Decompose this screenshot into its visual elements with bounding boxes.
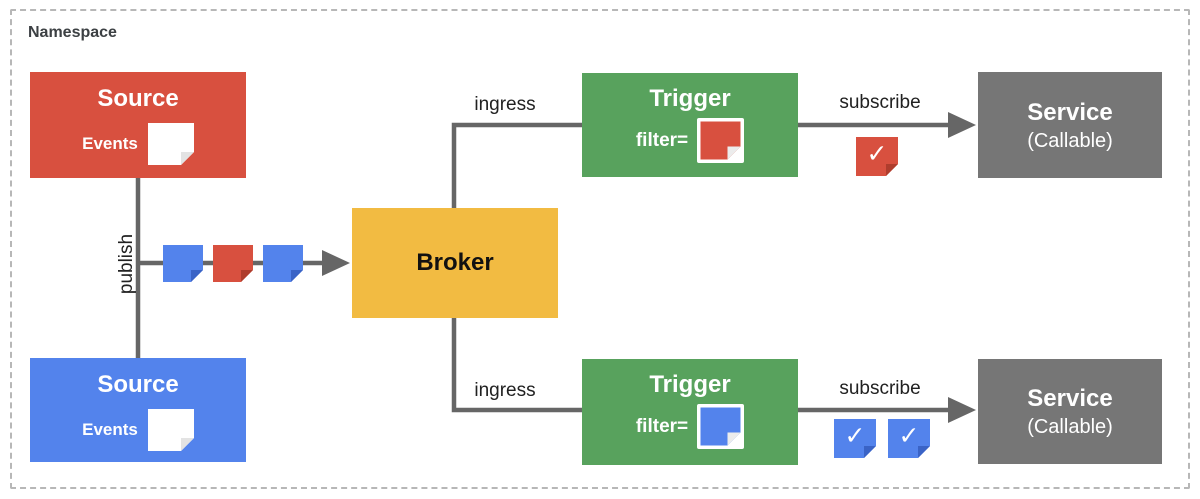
ingress-top-edge-label: ingress <box>474 94 536 115</box>
events-label: Events <box>82 420 138 439</box>
trigger-bottom-title: Trigger <box>649 371 731 398</box>
note-shape <box>856 137 898 176</box>
check-glyph: ✓ <box>844 420 866 450</box>
service-node-top: Service (Callable) <box>978 72 1162 178</box>
service-node-bottom: Service (Callable) <box>978 359 1162 464</box>
note-shape <box>888 419 930 458</box>
namespace-boundary <box>10 9 1190 489</box>
event-note-icon-blue <box>263 245 303 282</box>
source-top-title: Source <box>97 85 179 112</box>
broker-node: Broker <box>352 208 558 318</box>
service-top-subtitle: (Callable) <box>1027 129 1113 152</box>
event-note-icon-blue <box>163 245 203 282</box>
check-glyph: ✓ <box>898 420 920 450</box>
check-glyph: ✓ <box>866 138 888 168</box>
event-note-icon-white <box>147 409 194 451</box>
check-note-icon-blue: ✓ <box>834 419 876 458</box>
event-note-icon-red <box>213 245 253 282</box>
events-label: Events <box>82 134 138 153</box>
event-note-icon-white <box>147 123 194 165</box>
namespace-label: Namespace <box>28 24 117 41</box>
subscribe-bottom-edge-label: subscribe <box>839 378 921 399</box>
check-note-icon-red: ✓ <box>856 137 898 176</box>
source-node-top: Source Events <box>30 72 246 178</box>
note-shape <box>834 419 876 458</box>
trigger-node-bottom: Trigger filter= <box>582 359 798 465</box>
service-bottom-subtitle: (Callable) <box>1027 416 1113 438</box>
filter-row: filter= <box>635 118 745 163</box>
check-note-icon-blue: ✓ <box>888 419 930 458</box>
filter-event-note-icon-blue <box>697 404 745 449</box>
filter-row: filter= <box>635 404 745 449</box>
filter-label: filter= <box>635 415 689 437</box>
broker-title: Broker <box>416 249 494 276</box>
publish-edge-label: publish <box>116 233 137 295</box>
filter-event-note-icon-red <box>697 118 745 163</box>
subscribe-top-edge-label: subscribe <box>839 92 921 113</box>
events-row: Events <box>82 409 194 451</box>
source-bottom-title: Source <box>97 371 179 398</box>
ingress-bottom-edge-label: ingress <box>474 380 536 401</box>
trigger-top-title: Trigger <box>649 85 731 112</box>
trigger-node-top: Trigger filter= <box>582 73 798 177</box>
events-row: Events <box>82 123 194 165</box>
source-node-bottom: Source Events <box>30 358 246 462</box>
service-bottom-title: Service <box>1027 385 1113 412</box>
service-top-title: Service <box>1027 98 1113 126</box>
filter-label: filter= <box>635 129 689 151</box>
